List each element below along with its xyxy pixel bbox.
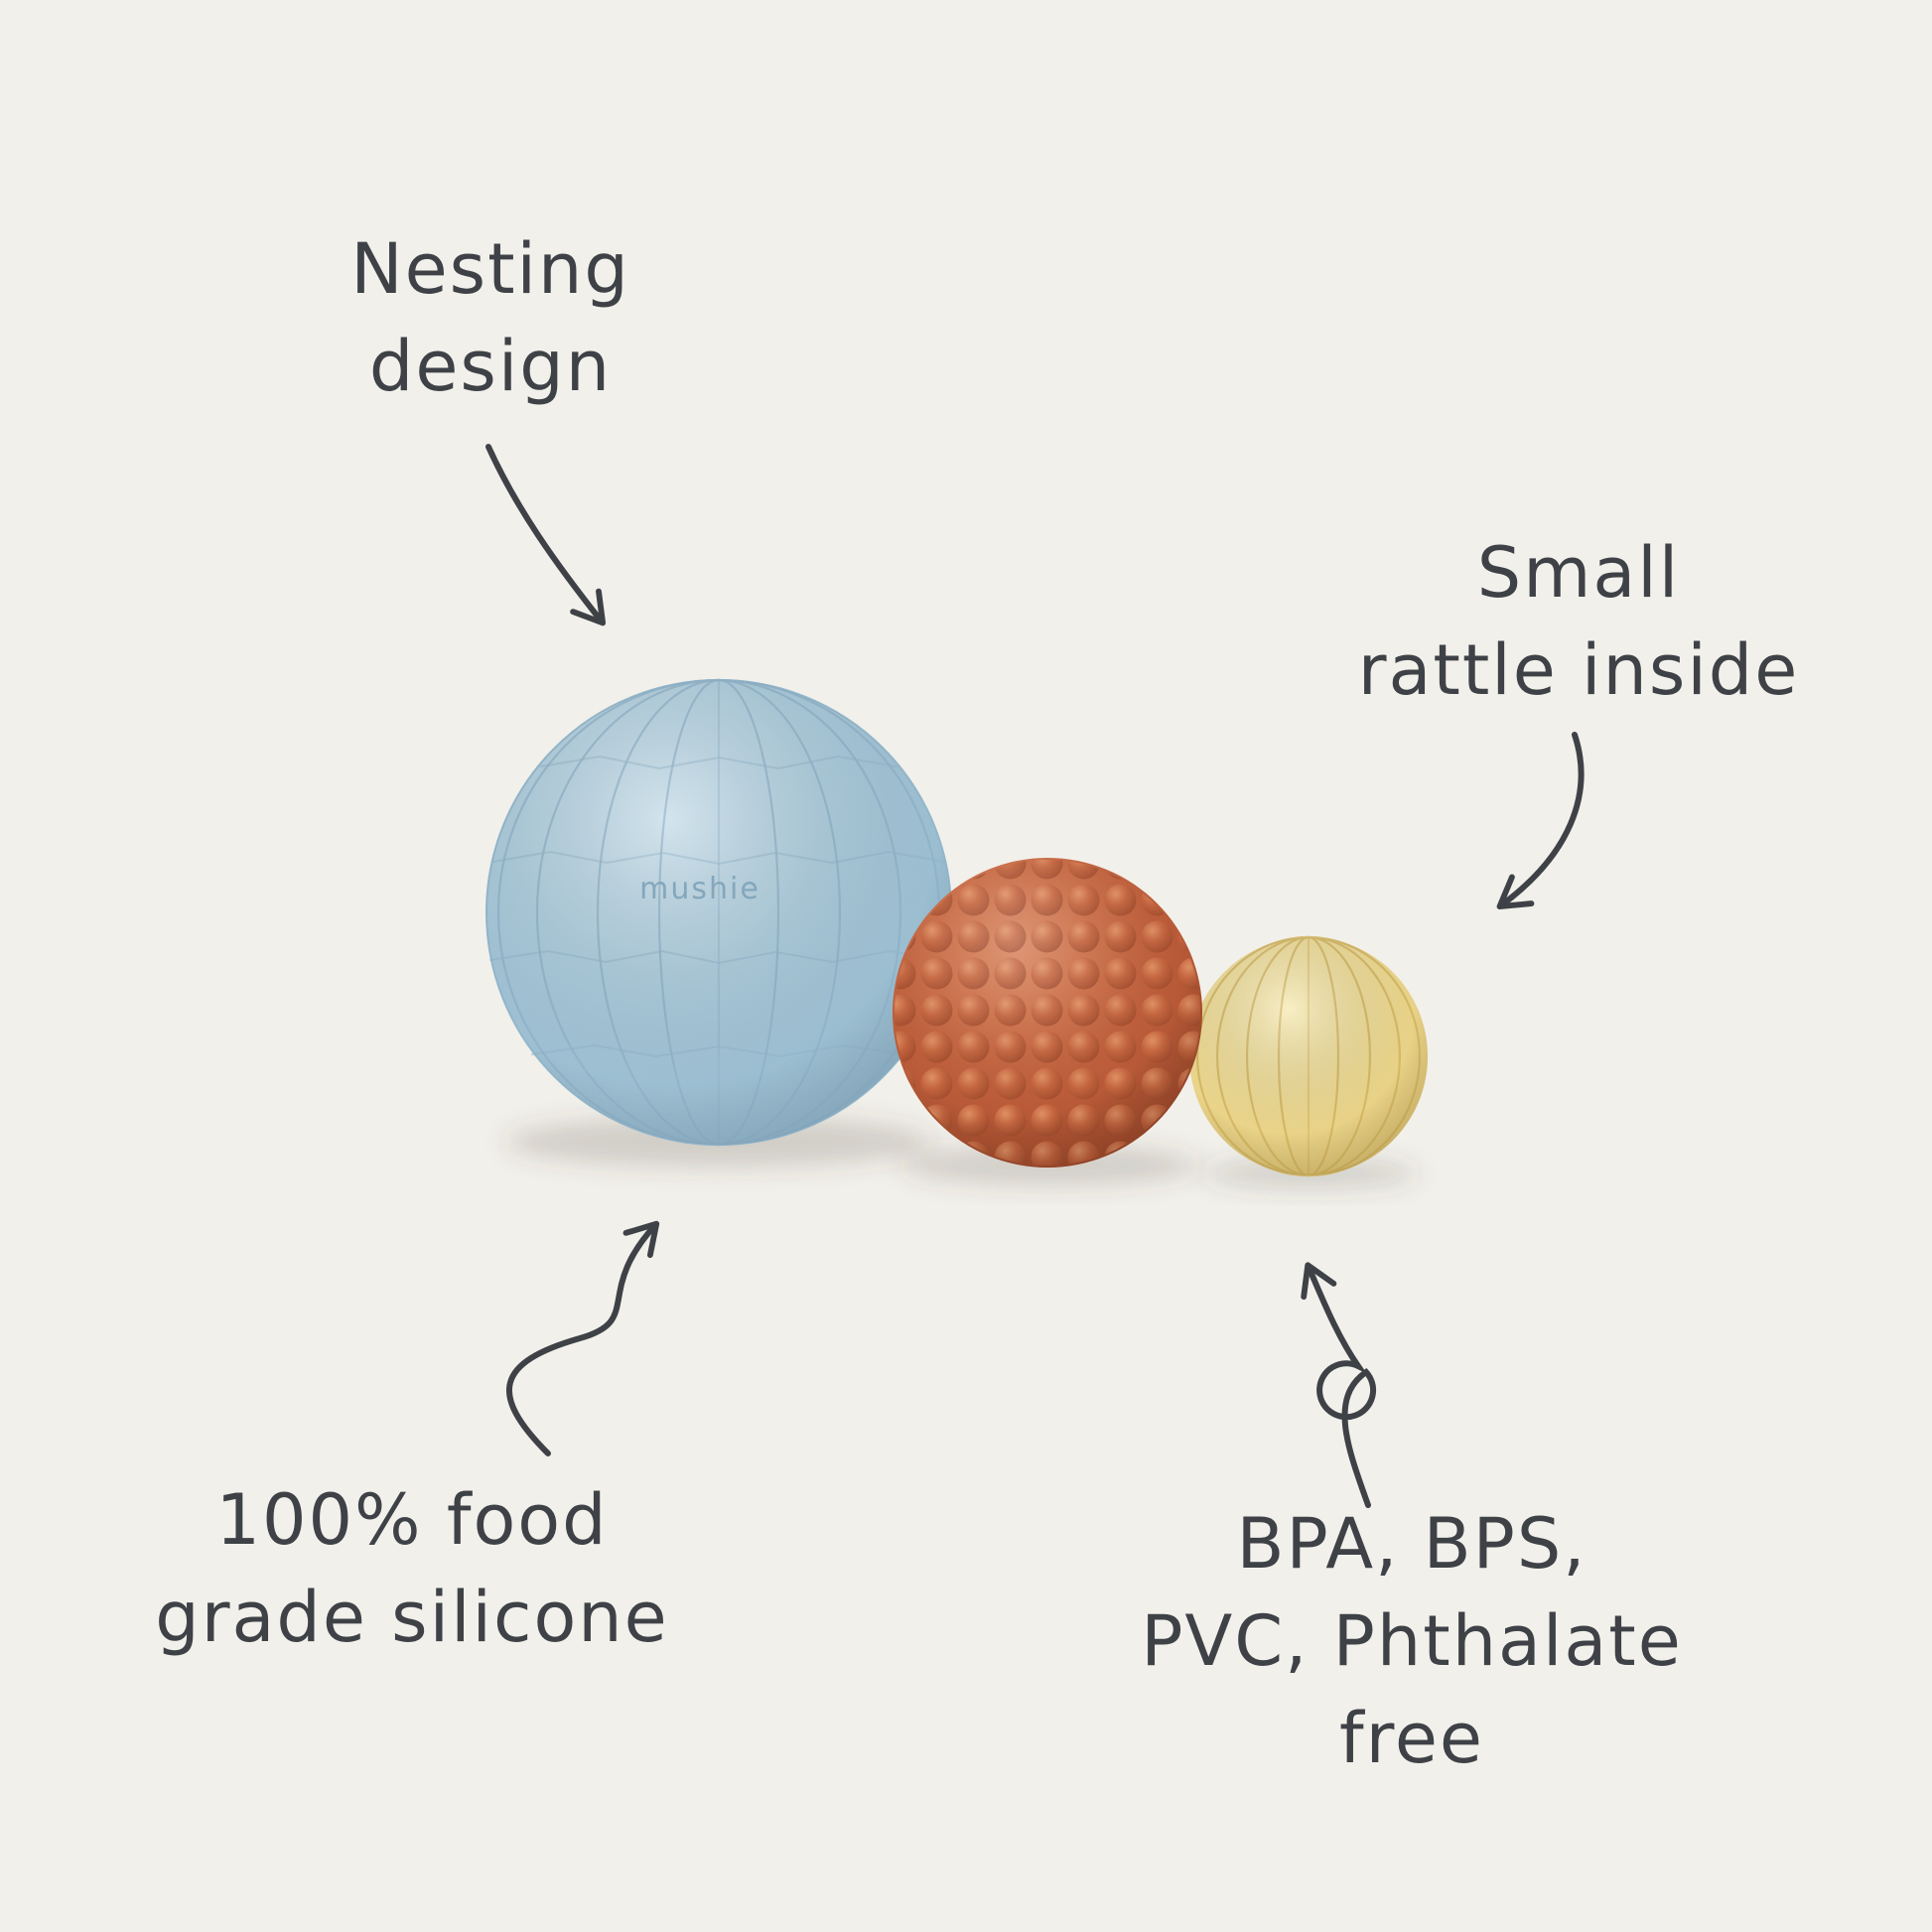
blue-faceted-ball: mushie [485, 678, 952, 1147]
annotation-nesting-design: Nesting design [350, 220, 630, 415]
annotation-line: design [368, 326, 613, 407]
food-grade-arrow-icon [506, 1220, 660, 1456]
yellow-ribbed-ball [1189, 935, 1428, 1177]
annotation-chemical-free: BPA, BPS, PVC, Phthalate free [1141, 1495, 1683, 1787]
annotation-line: PVC, Phthalate [1141, 1600, 1683, 1682]
annotation-line: free [1338, 1698, 1485, 1779]
annotation-small-rattle: Small rattle inside [1358, 524, 1800, 719]
nesting-design-arrow-icon [485, 444, 607, 626]
orange-bumpy-ball [893, 858, 1202, 1168]
chemical-free-arrow-icon [1301, 1262, 1377, 1508]
annotation-line: 100% food [215, 1479, 609, 1561]
annotation-food-grade: 100% food grade silicone [155, 1471, 668, 1666]
annotation-line: Small [1476, 532, 1681, 614]
mushie-logo: mushie [639, 872, 760, 906]
annotation-line: rattle inside [1357, 629, 1800, 711]
annotation-line: Nesting [350, 228, 630, 310]
annotation-arrows [485, 444, 1585, 1508]
small-rattle-arrow-icon [1496, 732, 1585, 910]
annotation-line: BPA, BPS, [1236, 1503, 1587, 1585]
annotation-line: grade silicone [155, 1577, 669, 1658]
